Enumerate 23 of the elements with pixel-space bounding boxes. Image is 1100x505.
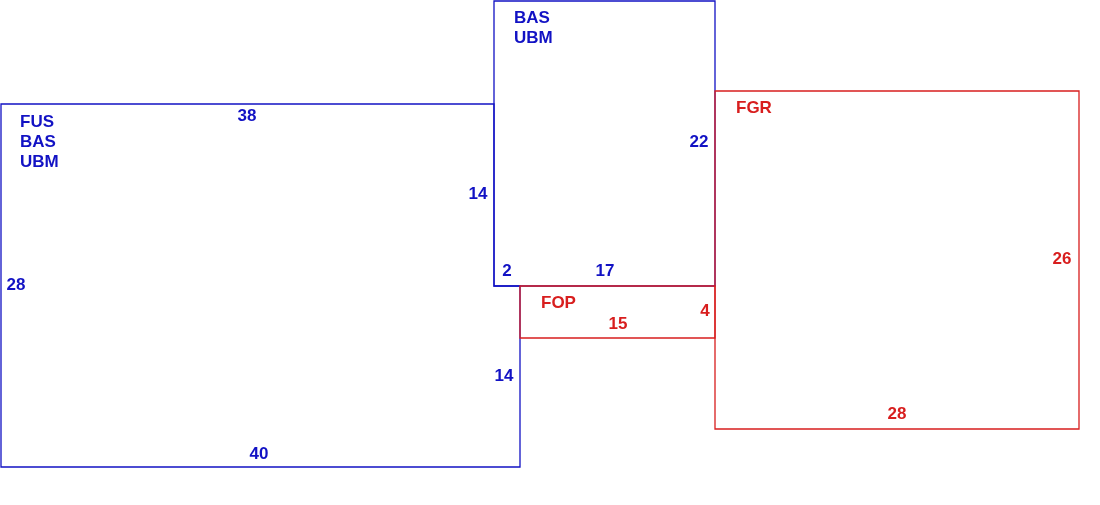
dimension-label: 4: [700, 301, 710, 321]
dimension-label: 28: [887, 404, 907, 424]
room-label: UBM: [514, 28, 553, 48]
dimension-label: 14: [468, 184, 488, 204]
dimension-label: 26: [1052, 249, 1072, 269]
room: [715, 91, 1079, 429]
room-label: BAS: [514, 8, 550, 28]
room: [494, 1, 715, 286]
dimension-label: 14: [494, 366, 514, 386]
room-label: FGR: [736, 98, 772, 118]
room-label: FUS: [20, 112, 54, 132]
room: [1, 104, 521, 468]
dimension-label: 2: [502, 261, 512, 281]
room: [520, 286, 715, 338]
room-label: BAS: [20, 132, 56, 152]
dimension-label: 17: [595, 261, 615, 281]
dimension-label: 40: [249, 444, 269, 464]
dimension-label: 38: [237, 106, 257, 126]
room-label: UBM: [20, 152, 59, 172]
dimension-label: 22: [689, 132, 709, 152]
dimension-label: 28: [6, 275, 26, 295]
dimension-label: 15: [608, 314, 628, 334]
room-label: FOP: [541, 293, 576, 313]
